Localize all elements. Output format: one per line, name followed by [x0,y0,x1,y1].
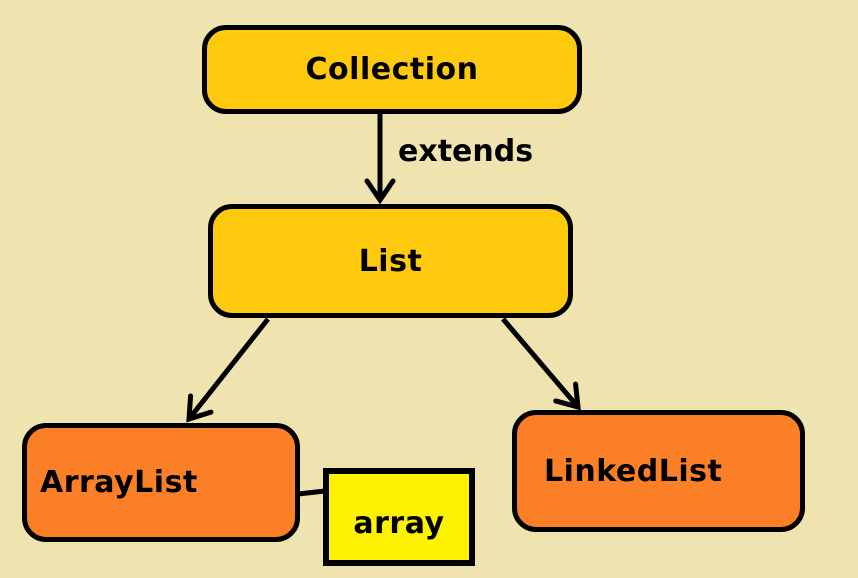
arrow-list-to-linkedlist [501,317,581,411]
edge-label-extends: extends [398,134,534,169]
node-array-label: array [353,505,445,541]
node-arraylist-label: ArrayList [40,465,198,500]
node-linkedlist-label: LinkedList [544,453,723,489]
node-array: array [323,468,475,566]
arrow-list-to-arraylist [186,317,270,423]
node-list: List [208,204,573,318]
node-collection-label: Collection [305,52,479,87]
node-list-label: List [358,243,423,279]
node-arraylist: ArrayList [22,423,300,542]
connector-arraylist-to-array [295,488,328,497]
node-linkedlist: LinkedList [512,410,805,532]
node-collection: Collection [202,25,582,114]
